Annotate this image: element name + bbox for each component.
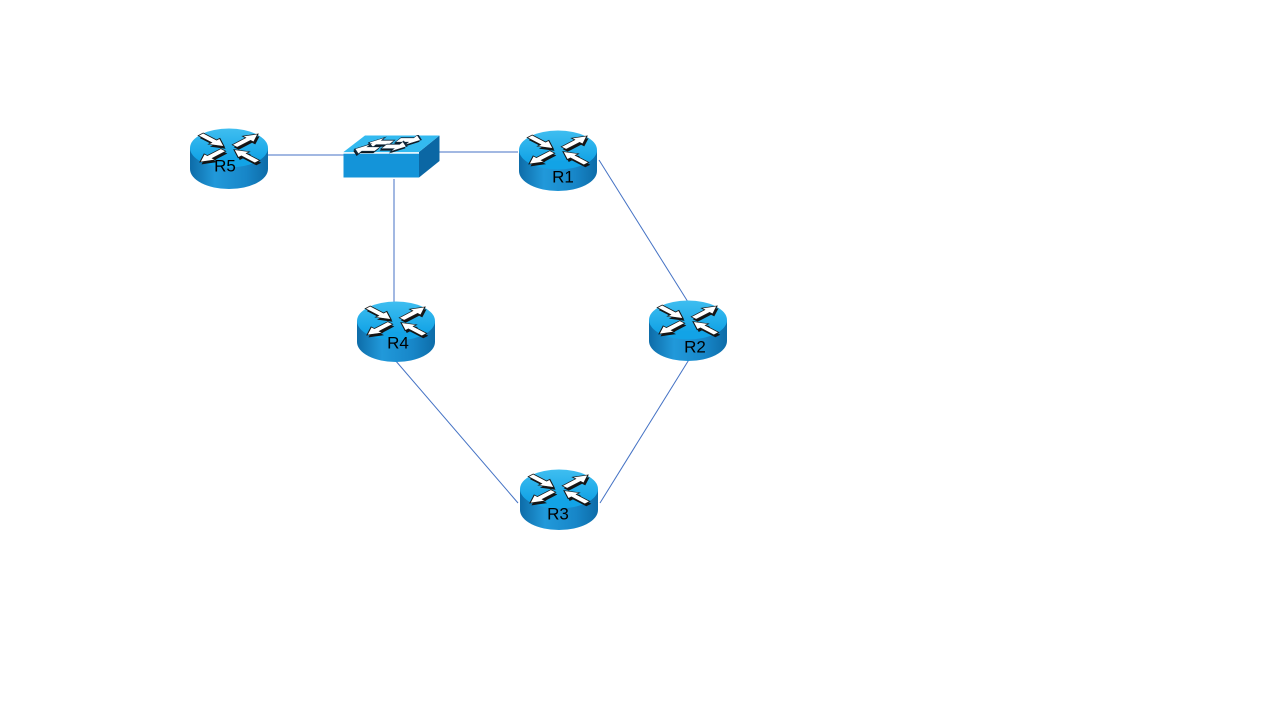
switch-arrows-icon: [353, 135, 422, 156]
router-icon: [649, 300, 727, 361]
link-r1-r2[interactable]: [598, 159, 689, 303]
router-arrows-icon: [527, 473, 592, 507]
router-icon: [190, 128, 268, 189]
router-arrows-icon: [197, 132, 262, 166]
node-r4[interactable]: R4: [356, 301, 436, 363]
router-icon: [357, 301, 435, 362]
switch-icon: [343, 135, 440, 178]
node-r1[interactable]: R1: [518, 130, 598, 192]
link-r4-r3[interactable]: [394, 359, 519, 504]
node-r5[interactable]: R5: [189, 128, 269, 190]
router-arrows-icon: [656, 304, 721, 338]
router-icon: [520, 469, 598, 530]
router-arrows-icon: [364, 305, 429, 339]
link-r2-r3[interactable]: [599, 357, 691, 504]
node-r3[interactable]: R3: [519, 469, 599, 531]
node-sw1[interactable]: [343, 135, 440, 178]
node-r2[interactable]: R2: [648, 300, 728, 362]
router-arrows-icon: [526, 134, 591, 168]
router-icon: [519, 130, 597, 191]
